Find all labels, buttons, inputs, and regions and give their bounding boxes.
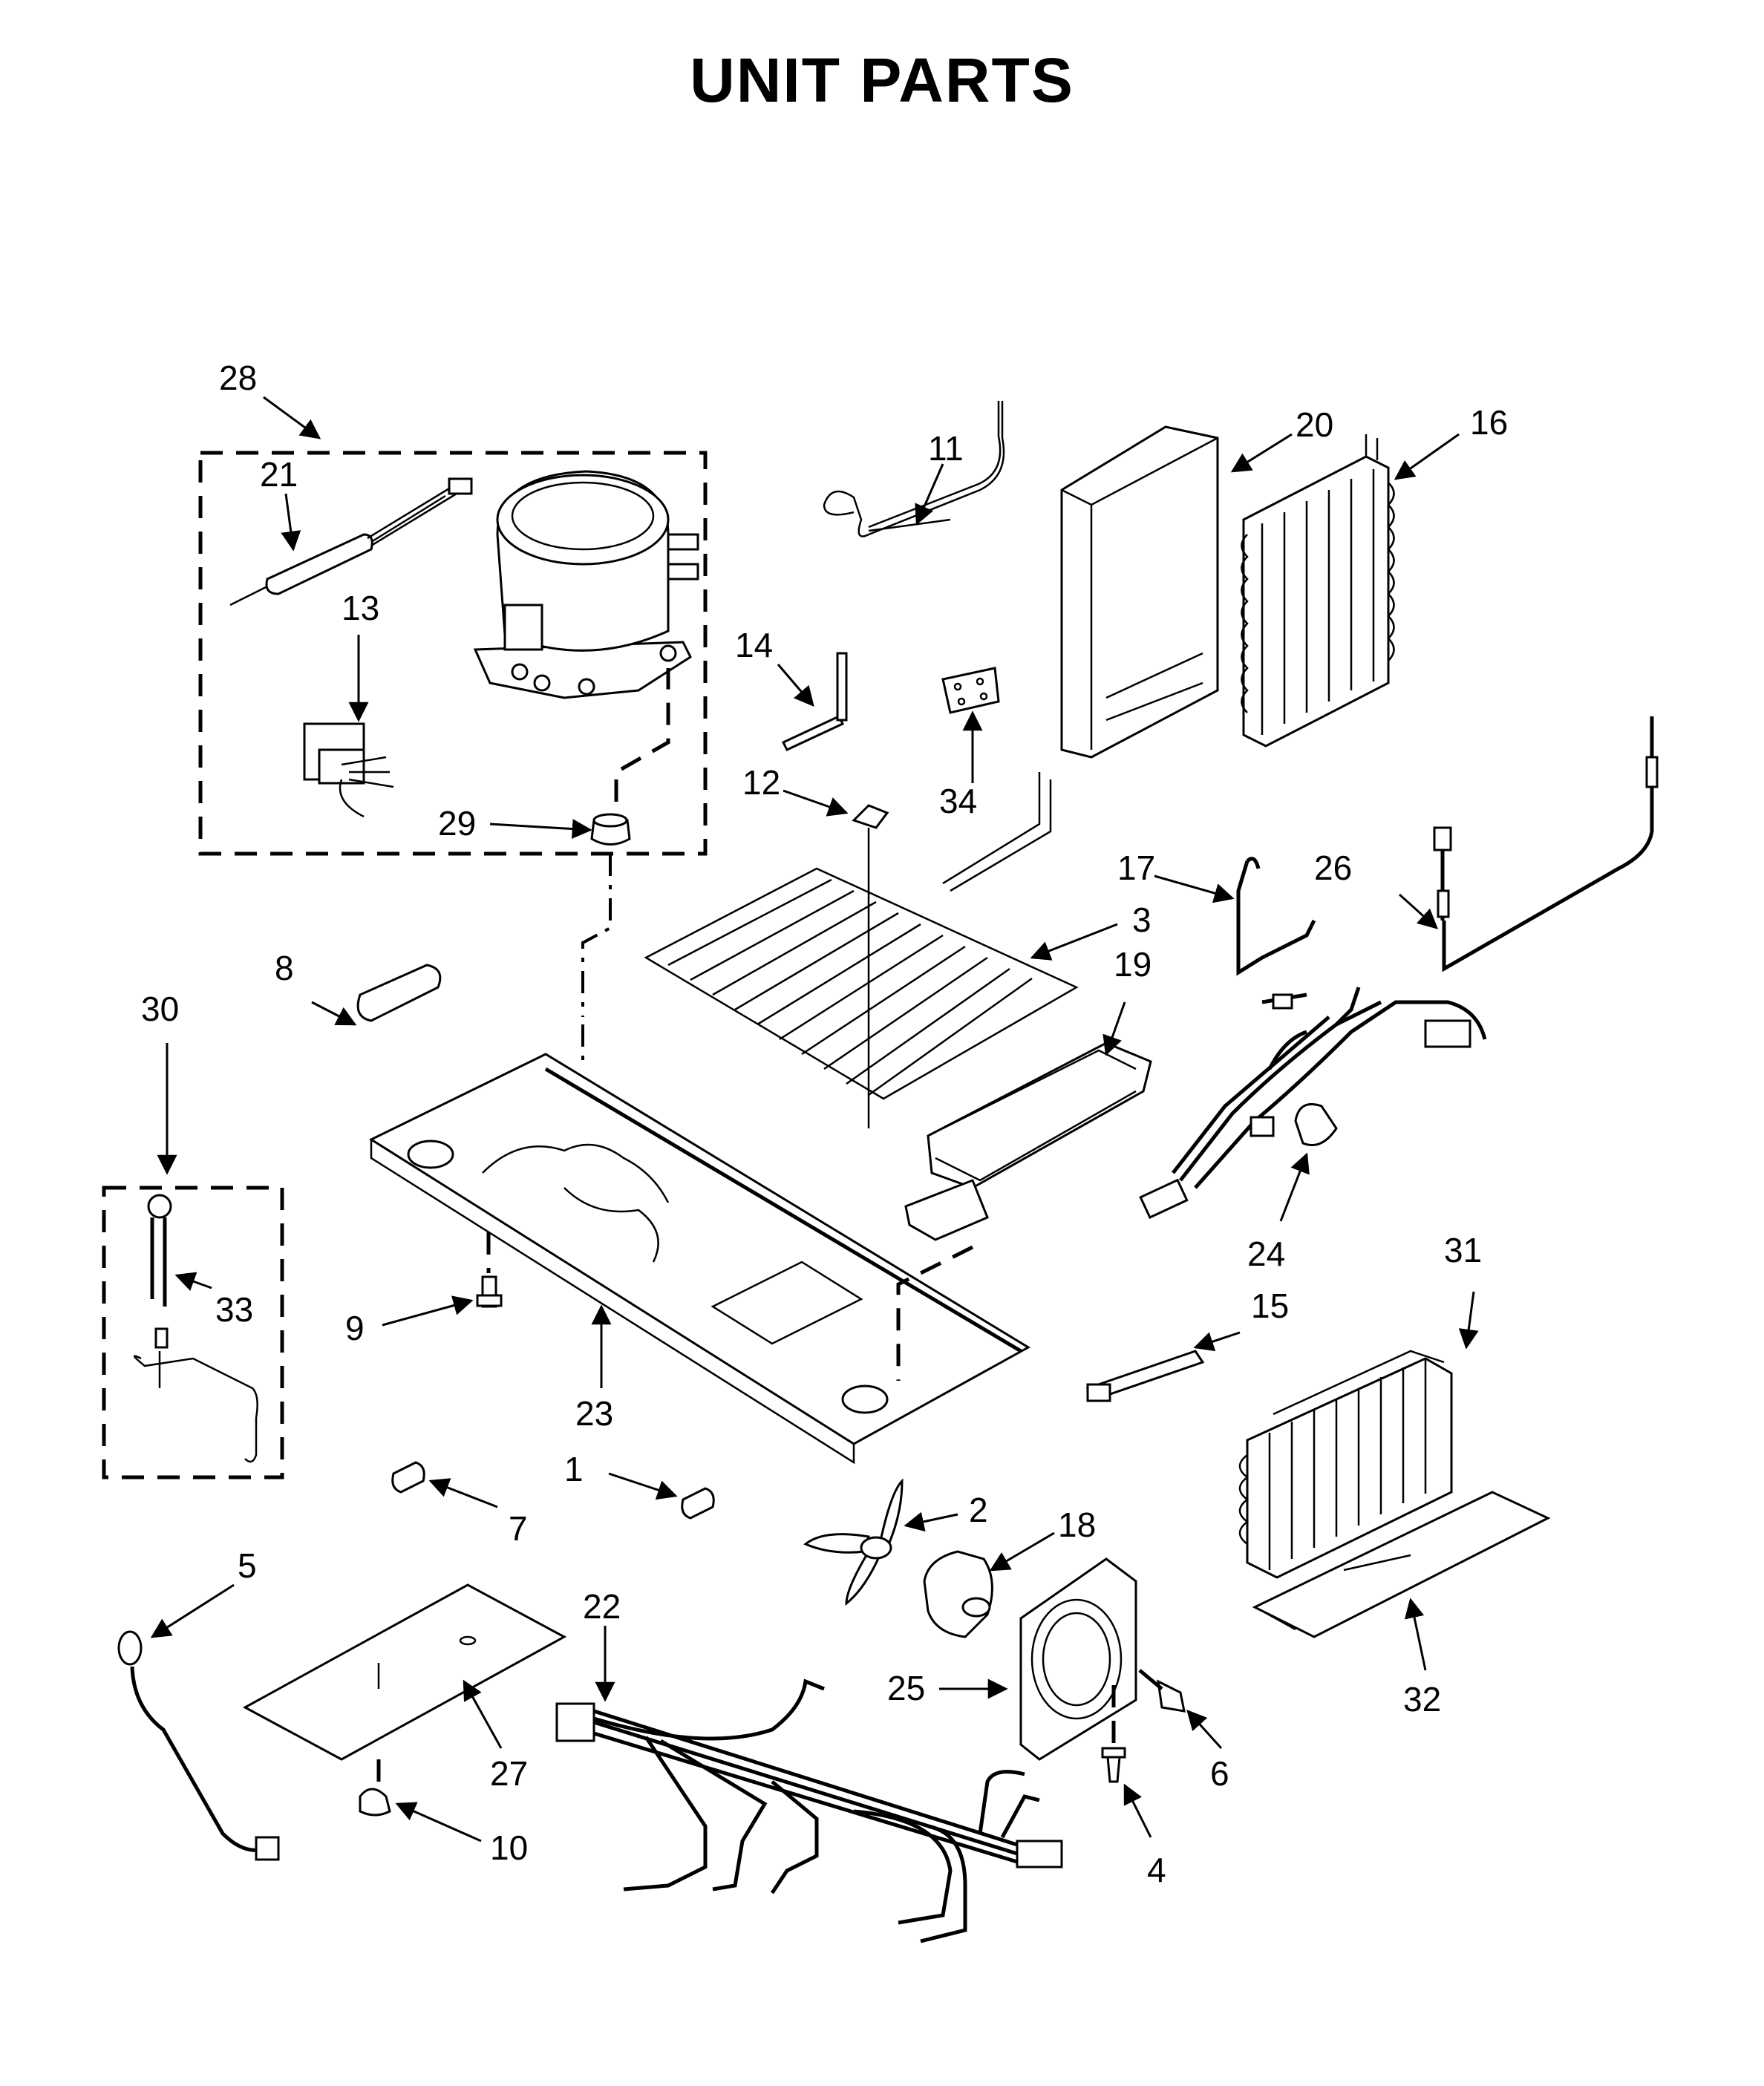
grommet — [590, 668, 670, 846]
callout-19: 19 — [1114, 945, 1152, 984]
callout-2: 2 — [969, 1491, 988, 1529]
callout-21: 21 — [260, 455, 298, 494]
diagram-title: UNIT PARTS — [690, 45, 1074, 115]
defrost-heater — [644, 772, 1079, 1100]
callout-30: 30 — [141, 990, 179, 1028]
wire-harness-upper — [1139, 987, 1487, 1219]
evaporator — [1241, 434, 1395, 748]
callout-5: 5 — [238, 1546, 257, 1585]
callout-7: 7 — [509, 1509, 528, 1548]
screw-9 — [476, 1232, 503, 1308]
callout-labels: 28 21 13 29 11 20 16 14 34 12 17 26 3 19… — [141, 359, 1508, 1889]
callout-31: 31 — [1444, 1231, 1482, 1269]
plug-1 — [681, 1487, 715, 1520]
drain-trough — [904, 1042, 1152, 1241]
callout-1: 1 — [564, 1450, 584, 1488]
callout-29: 29 — [438, 804, 476, 843]
callout-13: 13 — [342, 589, 379, 627]
suction-tube-piece — [781, 652, 848, 751]
callout-34: 34 — [939, 782, 977, 820]
insulation-sheet — [242, 1583, 567, 1796]
drain-pan — [1252, 1491, 1551, 1638]
callout-14: 14 — [735, 626, 773, 664]
callout-16: 16 — [1470, 403, 1508, 442]
callout-18: 18 — [1058, 1505, 1096, 1544]
screw-6 — [1138, 1669, 1186, 1713]
thermistor-sensor — [1433, 716, 1659, 972]
leader-dashdot — [581, 854, 612, 1069]
fan-motor — [923, 1550, 993, 1638]
callout-12: 12 — [742, 763, 780, 802]
thermostat-kit-box — [102, 1186, 284, 1480]
fan-shroud — [1019, 1557, 1137, 1761]
callout-25: 25 — [887, 1669, 925, 1707]
plug-7 — [391, 1461, 425, 1494]
callout-11: 11 — [928, 429, 964, 468]
compressor — [473, 470, 699, 699]
water-line — [117, 1630, 280, 1861]
wire-harness-lower — [555, 1678, 1063, 1943]
callout-32: 32 — [1403, 1680, 1441, 1719]
capillary-tube — [823, 401, 1005, 537]
compressor-kit-box — [198, 451, 708, 856]
evaporator-cover — [1060, 425, 1219, 759]
overload-relay — [303, 722, 394, 818]
screw-4 — [1101, 1685, 1126, 1783]
callout-10: 10 — [490, 1828, 528, 1867]
callout-23: 23 — [575, 1394, 613, 1433]
callout-4: 4 — [1147, 1851, 1166, 1889]
clip-10 — [359, 1788, 391, 1817]
callout-8: 8 — [275, 949, 294, 987]
drier — [229, 477, 473, 606]
clip — [852, 804, 889, 1128]
heater-strap — [1085, 1350, 1205, 1402]
callout-22: 22 — [583, 1587, 621, 1626]
callout-9: 9 — [345, 1309, 365, 1347]
callout-6: 6 — [1210, 1754, 1229, 1793]
callout-27: 27 — [490, 1754, 528, 1793]
callout-33: 33 — [215, 1290, 253, 1329]
fan-blade — [803, 1478, 904, 1606]
condenser — [1238, 1350, 1453, 1579]
callout-15: 15 — [1251, 1286, 1289, 1325]
callout-24: 24 — [1247, 1235, 1285, 1273]
base-plate — [368, 1053, 1030, 1465]
callout-17: 17 — [1117, 849, 1155, 887]
bracket-plate — [941, 667, 1000, 714]
callout-3: 3 — [1132, 900, 1152, 939]
callout-28: 28 — [219, 359, 257, 397]
foam-block — [356, 964, 442, 1022]
callout-20: 20 — [1296, 405, 1333, 444]
tube-bracket — [1236, 857, 1316, 976]
leader-arrows — [150, 396, 1479, 1843]
callout-26: 26 — [1314, 849, 1352, 887]
